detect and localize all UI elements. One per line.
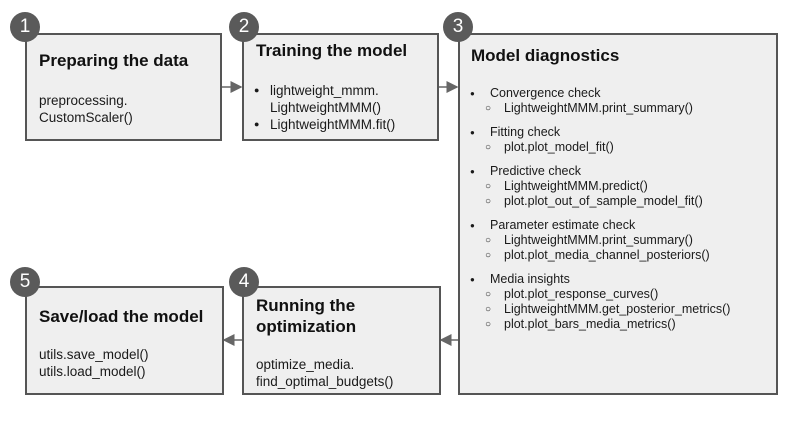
step-5-box: Save/load the model utils.save_model() u… xyxy=(25,286,224,395)
step-3-badge: 3 xyxy=(443,12,473,42)
step-3-box: Model diagnostics Convergence check Ligh… xyxy=(458,33,778,395)
step-5-badge: 5 xyxy=(10,267,40,297)
step-4-badge: 4 xyxy=(229,267,259,297)
diagnostic-group: Parameter estimate check LightweightMMM.… xyxy=(460,218,778,263)
step-1-box: Preparing the data preprocessing. Custom… xyxy=(25,33,222,141)
step-1-line: preprocessing. xyxy=(39,93,128,108)
step-2-title: Training the model xyxy=(256,41,408,60)
step-2-bullet: LightweightMMM.fit() xyxy=(254,116,395,133)
diagnostic-group: Fitting check plot.plot_model_fit() xyxy=(460,125,778,155)
diagnostic-group: Predictive check LightweightMMM.predict(… xyxy=(460,164,778,209)
step-1-line: CustomScaler() xyxy=(39,110,133,125)
step-3-title: Model diagnostics xyxy=(471,46,620,65)
step-2-box: Training the model lightweight_mmm.Light… xyxy=(242,33,439,141)
step-5-line: utils.save_model() xyxy=(39,347,149,362)
diagnostic-group: Media insights plot.plot_response_curves… xyxy=(460,272,778,332)
step-2-bullet: lightweight_mmm.LightweightMMM() xyxy=(254,82,395,116)
step-5-line: utils.load_model() xyxy=(39,364,146,379)
step-4-line: optimize_media. xyxy=(256,357,355,372)
step-1-badge: 1 xyxy=(10,12,40,42)
step-5-title: Save/load the model xyxy=(39,307,204,326)
diagnostic-group: Convergence check LightweightMMM.print_s… xyxy=(460,86,778,116)
step-4-line: find_optimal_budgets() xyxy=(256,374,394,389)
step-2-badge: 2 xyxy=(229,12,259,42)
step-1-title: Preparing the data xyxy=(39,51,189,70)
